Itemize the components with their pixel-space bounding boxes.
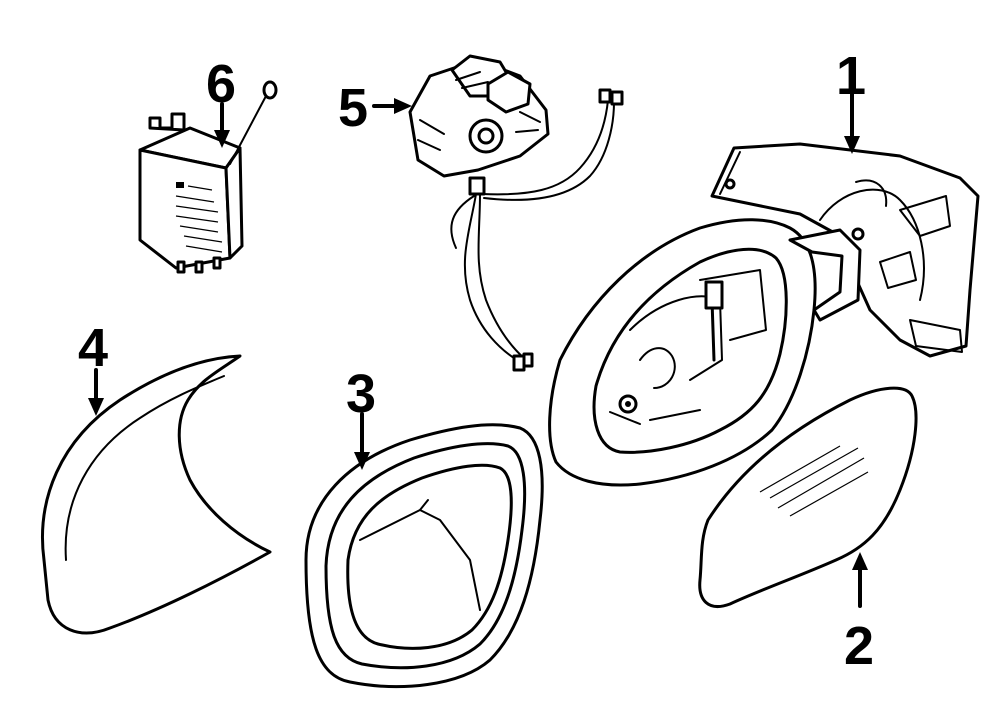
callout-5: 5 xyxy=(338,78,368,138)
callout-4: 4 xyxy=(78,318,108,378)
leader-arrows xyxy=(88,92,868,608)
part-6-relay xyxy=(138,80,278,274)
callout-6: 6 xyxy=(206,54,236,114)
part-1-mirror-housing xyxy=(548,142,980,487)
part-5-motor xyxy=(408,54,624,372)
part-3-bezel xyxy=(304,423,544,689)
callout-1: 1 xyxy=(836,46,866,106)
callout-2: 2 xyxy=(844,616,874,676)
callout-3: 3 xyxy=(346,364,376,424)
part-2-mirror-glass xyxy=(698,386,918,608)
part-4-cover xyxy=(41,354,272,635)
